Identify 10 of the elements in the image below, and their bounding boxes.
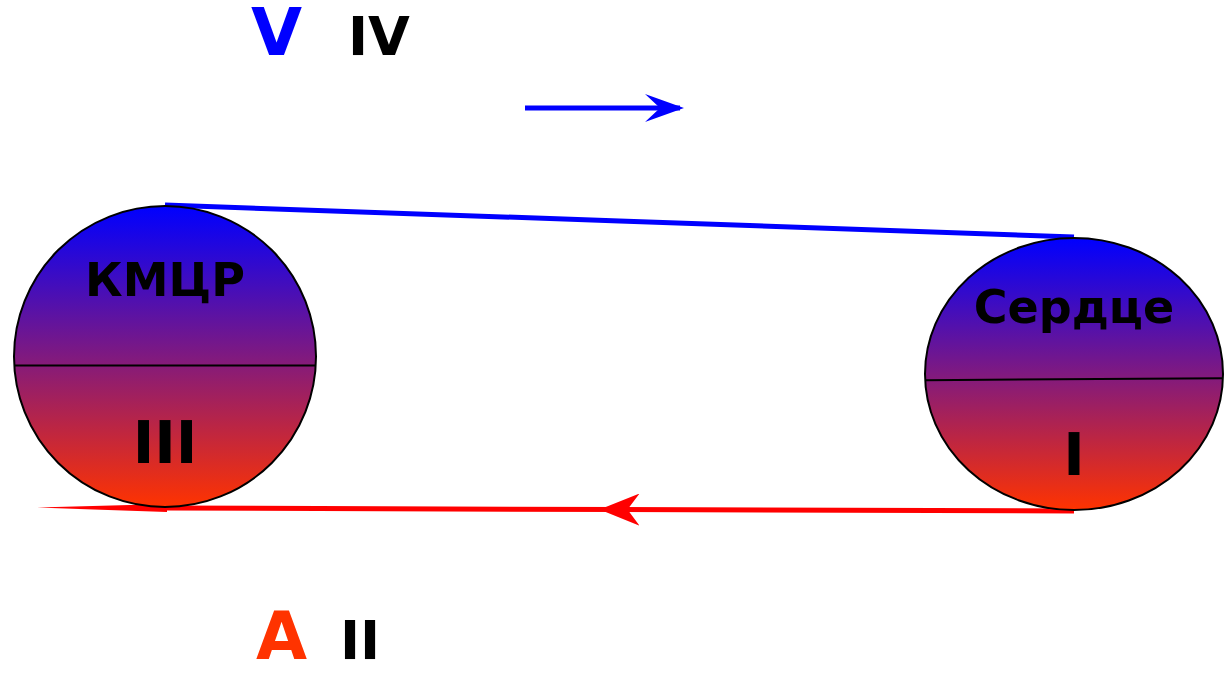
label: IV: [348, 10, 410, 64]
circle-label: III: [131, 414, 199, 473]
circle-label: КМЦР: [84, 256, 246, 303]
circle-label: I: [1062, 426, 1086, 485]
circle: [924, 237, 1224, 511]
label: V: [251, 0, 303, 66]
circle: [13, 205, 317, 508]
label: A: [256, 604, 308, 670]
label: II: [340, 614, 381, 668]
arrow: [38, 494, 1074, 526]
